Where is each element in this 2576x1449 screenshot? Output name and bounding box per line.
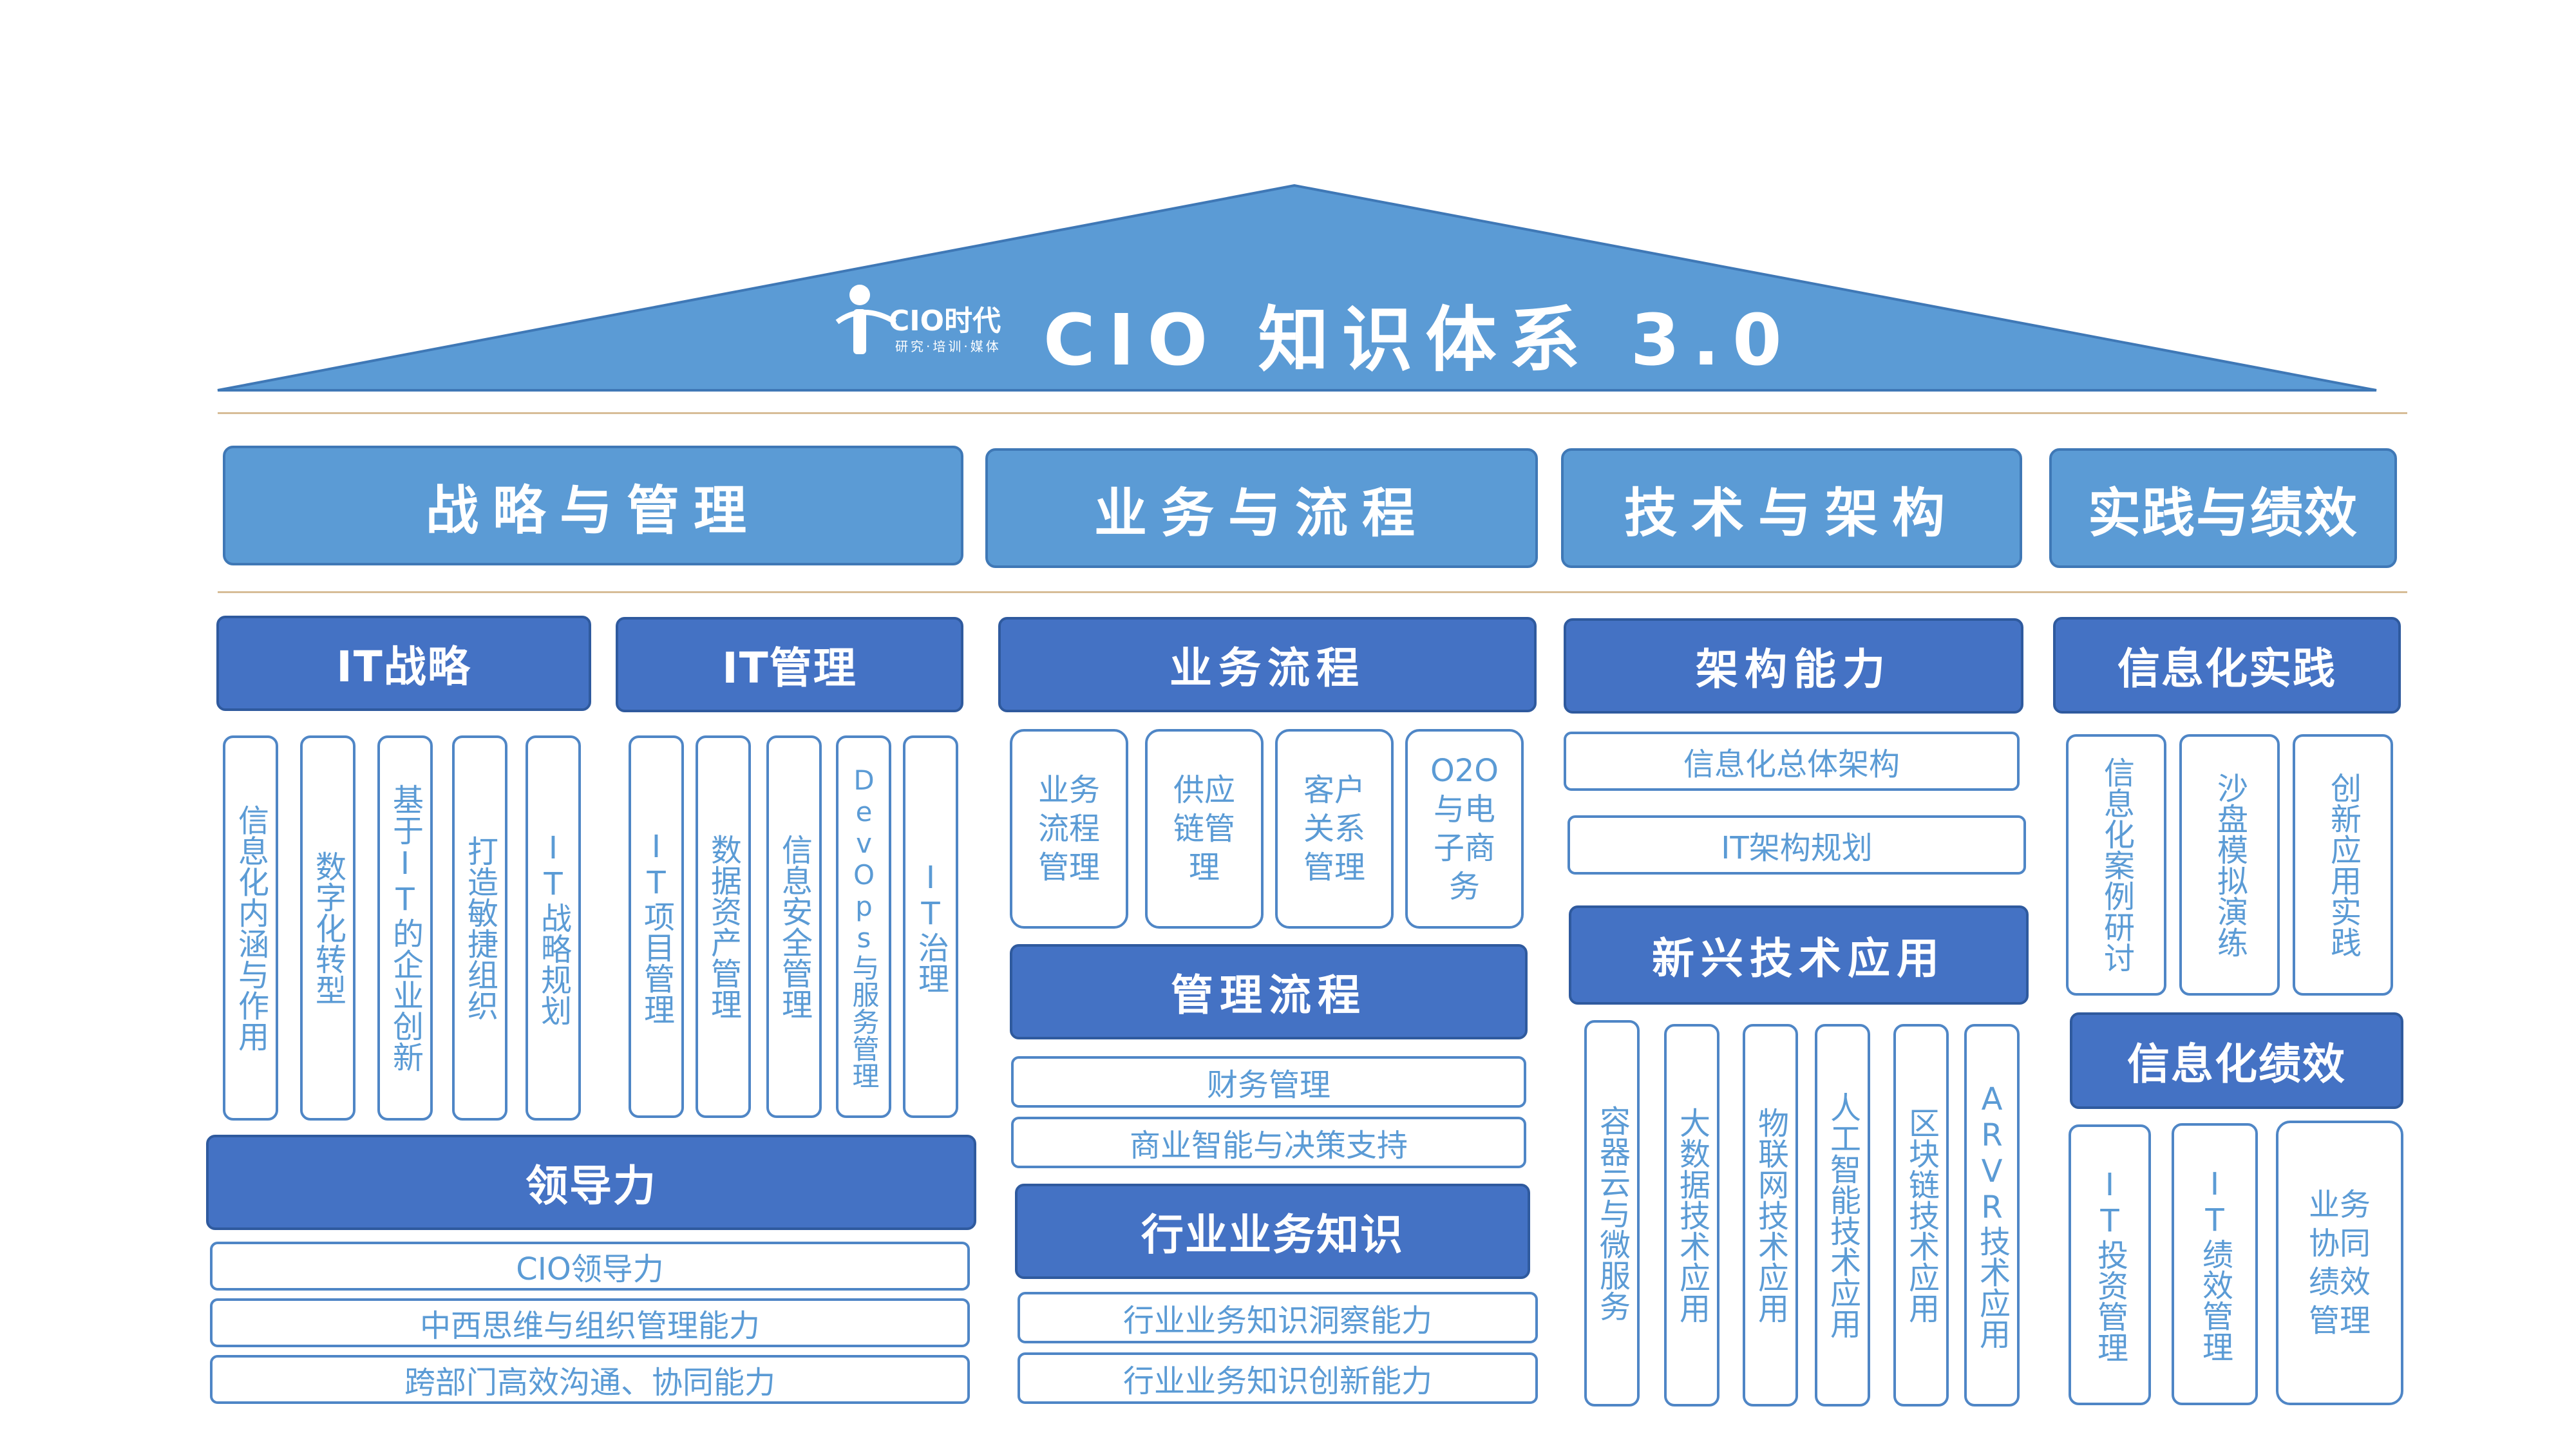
item-it-management-5: IT治理: [903, 735, 958, 1118]
item-architecture-1: 信息化总体架构: [1564, 732, 2020, 791]
item-practice-2: 沙盘模拟演练: [2179, 734, 2280, 996]
item-emerging-tech-5: 区块链技术应用: [1893, 1024, 1949, 1406]
category-strategy: 战略与管理: [223, 446, 963, 565]
subcategory-performance: 信息化绩效: [2070, 1012, 2403, 1109]
subcategory-emerging-tech: 新兴技术应用: [1569, 905, 2029, 1005]
item-business-process-1: 业务流程管理: [1010, 729, 1128, 929]
item-emerging-tech-4: 人工智能技术应用: [1815, 1024, 1870, 1406]
subcategory-leadership: 领导力: [206, 1135, 976, 1230]
item-it-strategy-1: 信息化内涵与作用: [223, 735, 278, 1121]
category-practice: 实践与绩效: [2049, 448, 2397, 568]
item-performance-2: IT绩效管理: [2172, 1123, 2258, 1405]
subcategory-architecture: 架构能力: [1564, 618, 2023, 714]
subcategory-it-strategy: IT战略: [216, 616, 591, 711]
item-performance-1: IT投资管理: [2069, 1124, 2151, 1405]
item-it-strategy-5: IT战略规划: [526, 735, 581, 1121]
item-architecture-2: IT架构规划: [1567, 815, 2026, 875]
item-emerging-tech-1: 容器云与微服务: [1584, 1020, 1640, 1406]
item-emerging-tech-2: 大数据技术应用: [1664, 1024, 1719, 1406]
category-business: 业务与流程: [985, 448, 1538, 568]
item-business-process-3: 客户关系管理: [1275, 729, 1394, 929]
item-it-strategy-4: 打造敏捷组织: [452, 735, 507, 1121]
item-it-strategy-2: 数字化转型: [300, 735, 355, 1121]
item-industry-knowledge-2: 行业业务知识创新能力: [1018, 1352, 1538, 1404]
item-it-management-3: 信息安全管理: [766, 735, 822, 1118]
logo-icon: [835, 285, 897, 354]
category-tech: 技术与架构: [1561, 448, 2022, 568]
item-performance-3: 业务协同绩效管理: [2276, 1121, 2403, 1405]
subcategory-industry-knowledge: 行业业务知识: [1015, 1184, 1530, 1279]
page-title: CIO 知识体系 3.0: [1043, 299, 1795, 381]
item-it-management-4: DevOps与服务管理: [836, 735, 891, 1118]
item-leadership-3: 跨部门高效沟通、协同能力: [210, 1355, 970, 1404]
roof-shape: [217, 184, 2377, 392]
item-industry-knowledge-1: 行业业务知识洞察能力: [1018, 1292, 1538, 1343]
item-emerging-tech-6: ARVR技术应用: [1964, 1024, 2020, 1406]
divider-top: [218, 412, 2407, 414]
item-practice-1: 信息化案例研讨: [2066, 734, 2166, 996]
logo-text: CIO时代: [889, 305, 1001, 337]
item-it-management-2: 数据资产管理: [696, 735, 751, 1118]
subcategory-practice: 信息化实践: [2053, 617, 2401, 714]
item-business-process-2: 供应链管理: [1145, 729, 1264, 929]
subcategory-business-process: 业务流程: [998, 617, 1537, 712]
item-it-management-1: IT项目管理: [629, 735, 684, 1118]
item-management-process-1: 财务管理: [1011, 1056, 1526, 1108]
logo: CIO时代 研究·培训·媒体: [824, 277, 1030, 367]
subcategory-management-process: 管理流程: [1010, 944, 1528, 1039]
subcategory-it-management: IT管理: [616, 617, 963, 712]
logo-subtitle: 研究·培训·媒体: [895, 339, 1001, 354]
divider-middle: [218, 591, 2407, 593]
item-management-process-2: 商业智能与决策支持: [1011, 1117, 1526, 1168]
item-leadership-1: CIO领导力: [210, 1242, 970, 1291]
item-business-process-4: O2O与电子商务: [1405, 729, 1524, 929]
item-practice-3: 创新应用实践: [2293, 734, 2393, 996]
item-leadership-2: 中西思维与组织管理能力: [210, 1298, 970, 1347]
item-emerging-tech-3: 物联网技术应用: [1743, 1024, 1798, 1406]
item-it-strategy-3: 基于IT的企业创新: [377, 735, 433, 1121]
